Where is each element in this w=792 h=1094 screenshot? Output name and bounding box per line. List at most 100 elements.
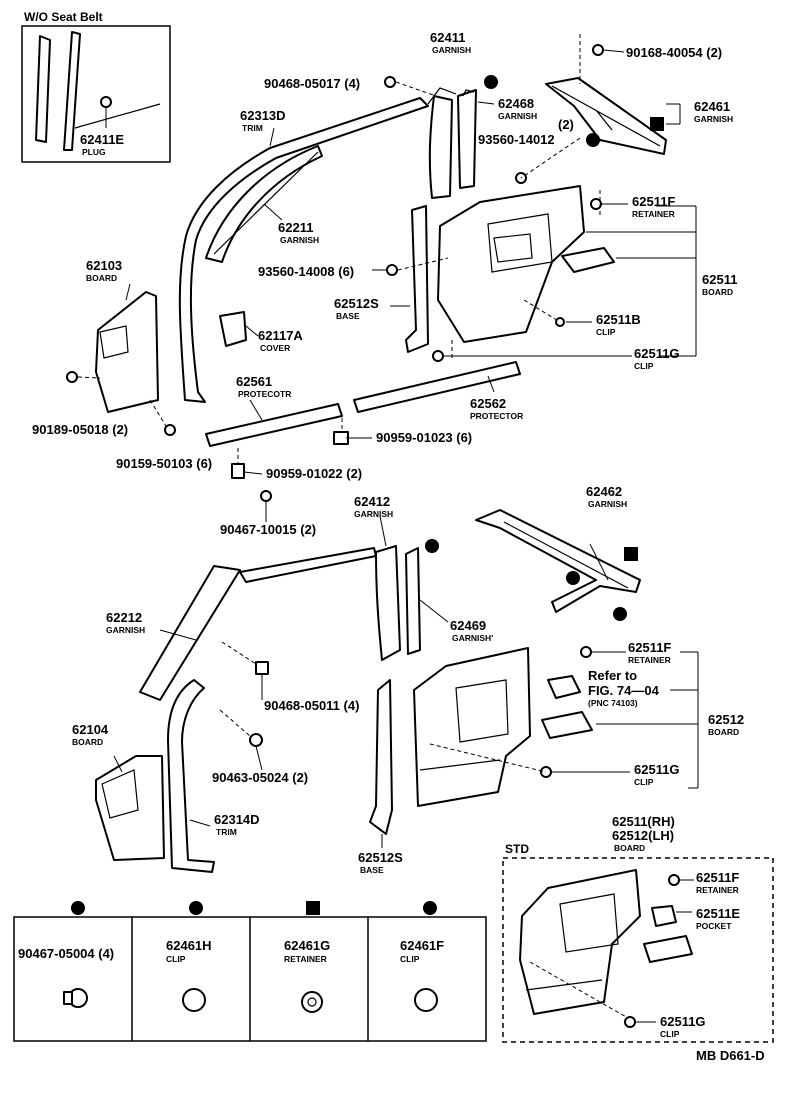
board-62104: [95, 755, 165, 861]
garnish-62212-top: [239, 547, 377, 583]
board-std: [519, 869, 641, 1015]
caption-62313D: TRIM: [242, 123, 263, 133]
clip-90189-icon: [66, 371, 78, 383]
label-93560-14012: 93560-14012: [478, 132, 555, 147]
garnish-62469: [405, 547, 421, 655]
label-62511F-lower: 62511F: [628, 640, 671, 655]
std-title: STD: [505, 842, 529, 856]
label-62461: 62461: [694, 99, 730, 114]
caption-62462: GARNISH: [588, 499, 627, 509]
caption-62411: GARNISH: [432, 45, 471, 55]
caption-62561: PROTECOTR: [238, 389, 291, 399]
caption-62511-board: BOARD: [702, 287, 733, 297]
clip-90959a-icon: [333, 431, 349, 445]
inset-part-caption: PLUG: [82, 147, 106, 157]
refer-line-1: Refer to: [588, 668, 637, 683]
label-62511G-lower: 62511G: [634, 762, 680, 777]
label-62512S-lower: 62512S: [358, 850, 403, 865]
retainer-62461G-icon: [301, 991, 323, 1013]
inset-title: W/O Seat Belt: [24, 10, 103, 24]
caption-62468: GARNISH: [498, 111, 537, 121]
base-62512S-upper: [405, 205, 429, 353]
label-90189: 90189-05018 (2): [32, 422, 128, 437]
label-62512-board: 62512: [708, 712, 744, 727]
pocket-lower-1: [547, 675, 581, 699]
label-62562: 62562: [470, 396, 506, 411]
legend-table: 90467-05004 (4) 62461H CLIP 62461G RETAI…: [13, 901, 487, 1042]
garnish-62212: [139, 565, 241, 701]
label-90168: 90168-40054 (2): [626, 45, 722, 60]
label-62411: 62411: [430, 30, 465, 45]
screw-93560b-icon: [386, 264, 398, 276]
label-62511B: 62511B: [596, 312, 641, 327]
retainer-62511F-b-icon: [580, 646, 592, 658]
caption-62562: PROTECTOR: [470, 411, 523, 421]
caption-62511G-lower: CLIP: [634, 777, 654, 787]
label-62561: 62561: [236, 374, 272, 389]
clip-62511G-icon: [432, 350, 444, 362]
caption-62212: GARNISH: [106, 625, 145, 635]
inset-part-number: 62411E: [80, 132, 124, 147]
label-90959-01022: 90959-01022 (2): [266, 466, 362, 481]
nut-90468-icon: [384, 76, 396, 88]
inset-pillar-left: [35, 35, 51, 143]
pocket-std-2: [643, 935, 693, 963]
board-62512-lower: [413, 647, 531, 807]
legend-part-1: 90467-05004 (4): [18, 946, 114, 961]
lower-assembly: [95, 490, 699, 873]
caption-62412: GARNISH: [354, 509, 393, 519]
label-90159: 90159-50103 (6): [116, 456, 212, 471]
retainer-std-icon: [668, 874, 680, 886]
pocket-upper: [561, 247, 615, 273]
legend-triangle-symbol-icon: [423, 901, 437, 915]
caption-62511E: POCKET: [696, 921, 732, 931]
label-62313D: 62313D: [240, 108, 286, 123]
label-62512-lh: 62512(LH): [612, 828, 674, 843]
inset-pillar-right: [63, 31, 81, 151]
diamond-symbol-icon: [650, 117, 664, 131]
legend-circle-symbol-icon: [71, 901, 85, 915]
inset-wo-seat-belt: W/O Seat Belt 62411E PLUG: [21, 10, 171, 163]
std-box: STD: [502, 842, 774, 1043]
inset-frame: [21, 25, 171, 163]
legend-half-circle-symbol-icon: [189, 901, 203, 915]
inset-edge-line: [74, 103, 161, 129]
label-62103: 62103: [86, 258, 122, 273]
clip-90463-icon: [249, 733, 263, 747]
caption-62512-board: BOARD: [708, 727, 739, 737]
clip-90159-icon: [164, 424, 176, 436]
cover-62117A: [219, 311, 247, 347]
nut-90468b-icon: [255, 661, 269, 675]
caption-62469: GARNISH': [452, 633, 493, 643]
label-62511G-std: 62511G: [660, 1014, 706, 1029]
clip-90959b-icon: [231, 463, 245, 479]
label-90959-01023: 90959-01023 (6): [376, 430, 472, 445]
label-62511G-upper: 62511G: [634, 346, 680, 361]
caption-62511B: CLIP: [596, 327, 616, 337]
label-62211: 62211: [278, 220, 313, 235]
pocket-lower-2: [541, 711, 593, 739]
label-62412: 62412: [354, 494, 390, 509]
qty-62468: (2): [558, 117, 574, 132]
protector-62562: [353, 361, 521, 413]
legend-part-4: 62461F: [400, 938, 444, 953]
trim-62313D: [178, 97, 429, 403]
plug-icon: [100, 96, 112, 108]
caption-62117A: COVER: [260, 343, 290, 353]
legend-caption-2: CLIP: [166, 954, 186, 964]
circle-symbol-b-icon: [425, 539, 439, 553]
caption-62314D: TRIM: [216, 827, 237, 837]
legend-part-2: 62461H: [166, 938, 212, 953]
label-62511-board: 62511: [702, 272, 737, 287]
caption-62103: BOARD: [86, 273, 117, 283]
label-90468-05017: 90468-05017 (4): [264, 76, 360, 91]
garnish-62411: [428, 95, 453, 199]
refer-line-2: FIG. 74—04: [588, 683, 660, 698]
caption-62512S-lower: BASE: [360, 865, 384, 875]
label-62469: 62469: [450, 618, 486, 633]
std-frame: [502, 857, 774, 1043]
label-90468-05011: 90468-05011 (4): [264, 698, 359, 713]
retainer-62511F-icon: [590, 198, 602, 210]
triangle-symbol-icon: [586, 133, 600, 147]
caption-62511F-lower: RETAINER: [628, 655, 671, 665]
